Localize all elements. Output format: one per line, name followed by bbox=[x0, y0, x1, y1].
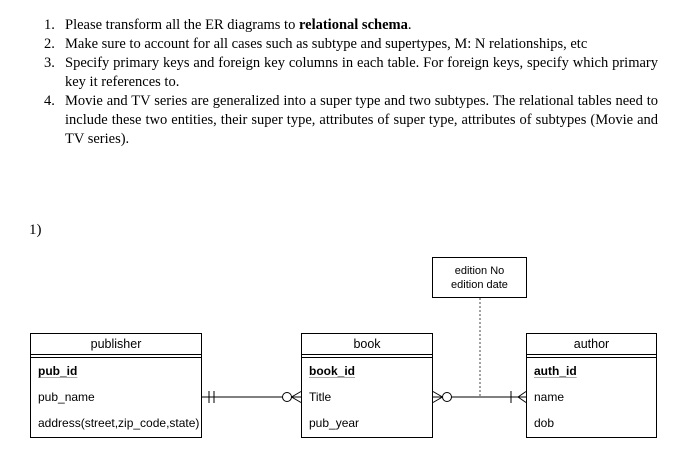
attribute-row-primary-key: pub_id bbox=[38, 364, 78, 378]
list-number: 3. bbox=[44, 55, 55, 71]
list-item-text: . bbox=[407, 17, 412, 33]
attribute-line: edition date bbox=[451, 278, 508, 291]
entity-author: author auth_id name dob bbox=[526, 333, 657, 438]
relationship-attribute-box: edition No edition date bbox=[432, 257, 527, 298]
list-number: 4. bbox=[44, 93, 55, 109]
zero-or-many-icon bbox=[432, 391, 452, 403]
entity-title: author bbox=[527, 334, 656, 355]
list-item-4: 4. Movie and TV series are generalized in… bbox=[44, 92, 658, 149]
list-item-text: Specify primary keys and foreign key col… bbox=[65, 55, 658, 90]
attribute-row: name bbox=[534, 390, 565, 404]
entity-publisher: publisher pub_id pub_name address(street… bbox=[30, 333, 202, 438]
entity-header-divider bbox=[302, 355, 432, 358]
one-or-many-icon bbox=[510, 391, 527, 403]
relationship-book-author bbox=[432, 391, 527, 403]
list-item-1: 1. Please transform all the ER diagrams t… bbox=[44, 16, 658, 35]
list-item-bold-text: relational schema bbox=[298, 17, 408, 33]
attribute-row: address(street,zip_code,state) bbox=[38, 416, 200, 430]
attribute-row: Title bbox=[309, 390, 332, 404]
list-number: 1. bbox=[44, 17, 55, 33]
entity-title: publisher bbox=[31, 334, 201, 355]
attribute-row: pub_year bbox=[309, 416, 360, 430]
entity-title: book bbox=[302, 334, 432, 355]
list-number: 2. bbox=[44, 36, 55, 52]
one-and-only-one-icon bbox=[208, 391, 215, 403]
attribute-row-primary-key: auth_id bbox=[534, 364, 577, 378]
attribute-line: edition No bbox=[454, 264, 505, 277]
zero-or-many-icon bbox=[282, 391, 302, 403]
section-label: 1) bbox=[29, 222, 42, 238]
attribute-row: pub_name bbox=[38, 390, 95, 404]
list-item-text: Movie and TV series are generalized into… bbox=[65, 93, 658, 147]
entity-header-divider bbox=[527, 355, 656, 358]
entity-header-divider bbox=[31, 355, 201, 358]
entity-book: book book_id Title pub_year bbox=[301, 333, 433, 438]
list-item-2: 2. Make sure to account for all cases suc… bbox=[44, 35, 658, 54]
relationship-publisher-book bbox=[202, 391, 302, 403]
list-item-text: Please transform all the ER diagrams to bbox=[65, 17, 299, 33]
instructions-list: 1. Please transform all the ER diagrams t… bbox=[44, 16, 658, 149]
list-item-3: 3. Specify primary keys and foreign key c… bbox=[44, 54, 658, 92]
attribute-row: dob bbox=[534, 416, 555, 430]
attribute-row-primary-key: book_id bbox=[309, 364, 356, 378]
list-item-text: Make sure to account for all cases such … bbox=[65, 36, 588, 52]
